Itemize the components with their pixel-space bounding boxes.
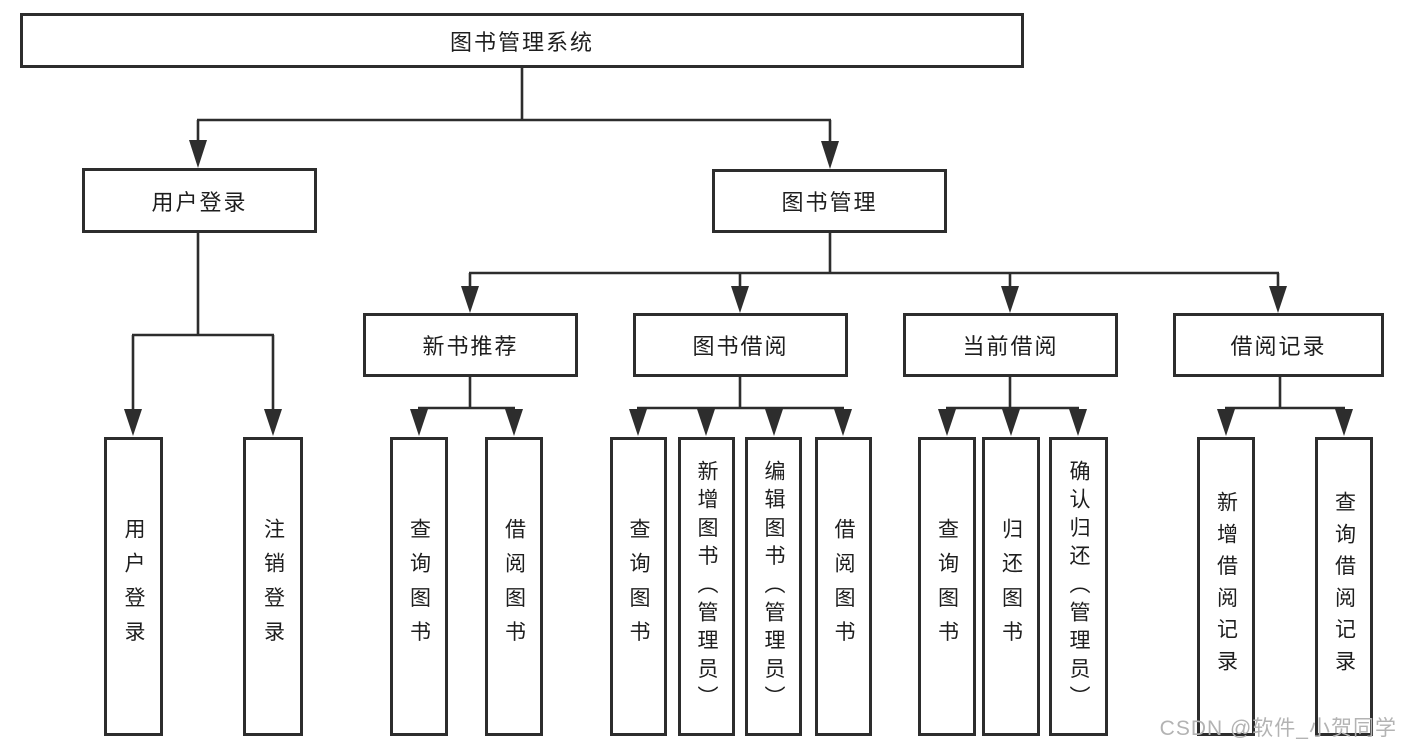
- leaf-borrow-books: 借阅图书: [815, 437, 872, 736]
- node-new-book-recommend: 新书推荐: [363, 313, 578, 377]
- leaf-add-books-admin: 新增图书（管理员）: [678, 437, 735, 736]
- node-borrow-records: 借阅记录: [1173, 313, 1384, 377]
- leaf-return-books: 归还图书: [982, 437, 1040, 736]
- node-root-system: 图书管理系统: [20, 13, 1024, 68]
- leaf-query-books-recommend: 查询图书: [390, 437, 448, 736]
- leaf-add-borrow-record: 新增借阅记录: [1197, 437, 1255, 736]
- leaf-edit-books-admin: 编辑图书（管理员）: [745, 437, 802, 736]
- leaf-user-login: 用户登录: [104, 437, 163, 736]
- watermark: CSDN @软件_小贺同学: [1159, 717, 1397, 740]
- leaf-query-books-current: 查询图书: [918, 437, 976, 736]
- leaf-query-borrow-record: 查询借阅记录: [1315, 437, 1373, 736]
- node-book-management: 图书管理: [712, 169, 947, 233]
- node-user-login: 用户登录: [82, 168, 317, 233]
- leaf-logout: 注销登录: [243, 437, 303, 736]
- leaf-query-books-borrow: 查询图书: [610, 437, 667, 736]
- leaf-confirm-return-admin: 确认归还（管理员）: [1049, 437, 1108, 736]
- node-current-borrow: 当前借阅: [903, 313, 1118, 377]
- node-book-borrow: 图书借阅: [633, 313, 848, 377]
- leaf-borrow-books-recommend: 借阅图书: [485, 437, 543, 736]
